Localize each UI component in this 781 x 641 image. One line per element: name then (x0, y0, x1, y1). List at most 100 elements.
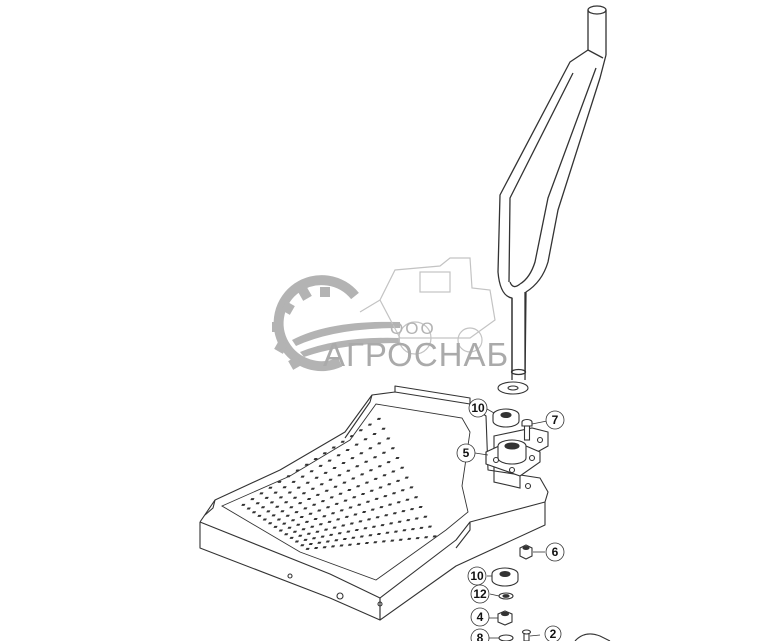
perforation-hole (290, 519, 296, 522)
perforation-hole (334, 539, 339, 542)
washer-12 (498, 592, 514, 600)
perforation-hole (392, 512, 397, 515)
perforation-hole (370, 508, 375, 511)
callout-10-top: 10 (468, 398, 488, 418)
perforation-hole (257, 514, 262, 517)
perforation-hole (375, 516, 380, 519)
perforation-hole (413, 496, 419, 499)
perforation-hole (363, 527, 368, 530)
callout-7: 7 (545, 410, 565, 430)
perforation-hole (367, 423, 372, 426)
perforation-hole (346, 469, 351, 472)
perforation-hole (260, 506, 266, 509)
perforation-hole (330, 545, 336, 548)
pivot-housing-5 (485, 439, 541, 477)
perforation-hole (371, 525, 376, 528)
gear-teeth (272, 287, 330, 370)
perforation-hole (284, 501, 289, 504)
perforation-hole (271, 514, 276, 517)
nut-4 (497, 610, 513, 626)
perforation-hole (275, 505, 280, 508)
perforation-hole (342, 538, 347, 540)
perforation-hole (384, 514, 389, 517)
perforation-hole (315, 530, 320, 533)
perforation-hole (386, 461, 391, 464)
perforation-hole (344, 515, 349, 518)
perforation-hole (369, 489, 374, 492)
perforation-hole (334, 502, 339, 505)
perforation-hole (364, 542, 369, 544)
bolt-2 (521, 629, 611, 641)
perforation-hole (289, 506, 294, 509)
perforation-hole (273, 491, 278, 494)
perforation-hole (390, 447, 395, 450)
perforation-hole (277, 480, 282, 483)
perforation-hole (376, 533, 381, 535)
agrosnab-watermark: ООО АГРОСНАБ (272, 257, 508, 373)
perforation-hole (312, 503, 317, 506)
perforation-hole (317, 509, 322, 512)
perforation-hole (397, 520, 402, 523)
perforation-hole (409, 486, 414, 489)
bolt-7 (521, 418, 533, 441)
perforation-hole (363, 438, 368, 441)
perforation-hole (339, 544, 344, 547)
perforation-hole (406, 519, 411, 522)
perforation-hole (341, 462, 346, 464)
perforation-hole (255, 502, 260, 505)
washer-top (497, 381, 529, 395)
perforation-hole (343, 499, 348, 502)
perforation-hole (364, 460, 369, 463)
callout-label: 6 (552, 545, 559, 559)
perforation-hole (365, 500, 370, 503)
perforation-hole (299, 516, 304, 518)
nut-6 (519, 544, 533, 560)
perforation-hole (318, 464, 323, 467)
perforation-hole (376, 417, 381, 420)
perforation-hole (318, 523, 323, 526)
perforation-hole (389, 522, 394, 525)
callout-label: 5 (463, 446, 470, 460)
perforation-hole (410, 528, 415, 531)
perforation-hole (278, 496, 283, 499)
perforation-hole (366, 518, 372, 521)
perforation-hole (414, 517, 419, 520)
perforation-hole (381, 427, 386, 430)
perforation-hole (338, 492, 343, 495)
perforation-hole (362, 511, 367, 513)
perforation-hole (353, 513, 358, 516)
callout-8: 8 (470, 628, 490, 641)
perforation-hole (395, 479, 401, 482)
perforation-hole (251, 511, 257, 514)
perforation-hole (305, 547, 310, 550)
part-8 (498, 634, 514, 641)
perforation-hole (349, 522, 354, 525)
perforation-hole (284, 533, 289, 536)
perforation-hole (341, 524, 346, 527)
perforation-hole (320, 535, 325, 538)
perforation-hole (273, 525, 278, 528)
callout-6: 6 (545, 542, 565, 562)
perforation-hole (259, 492, 264, 495)
perforation-hole (349, 435, 354, 438)
perforation-hole (333, 485, 338, 488)
perforation-hole (303, 538, 308, 541)
perforation-hole (373, 477, 378, 480)
callout-2: 2 (544, 625, 562, 641)
perforation-hole (407, 537, 412, 540)
perforation-hole (294, 540, 299, 543)
perforation-hole (327, 459, 332, 462)
perforation-hole (339, 509, 344, 512)
perforation-hole (396, 501, 401, 504)
perforation-hole (405, 498, 410, 501)
callout-label: 4 (477, 610, 484, 624)
perforation-hole (311, 537, 317, 540)
perforation-hole (327, 520, 332, 523)
perforation-hole (346, 530, 351, 533)
watermark-company-form: ООО (390, 319, 436, 338)
perforation-hole (292, 496, 298, 499)
perforation-hole (347, 543, 352, 546)
perforation-hole (379, 506, 384, 509)
